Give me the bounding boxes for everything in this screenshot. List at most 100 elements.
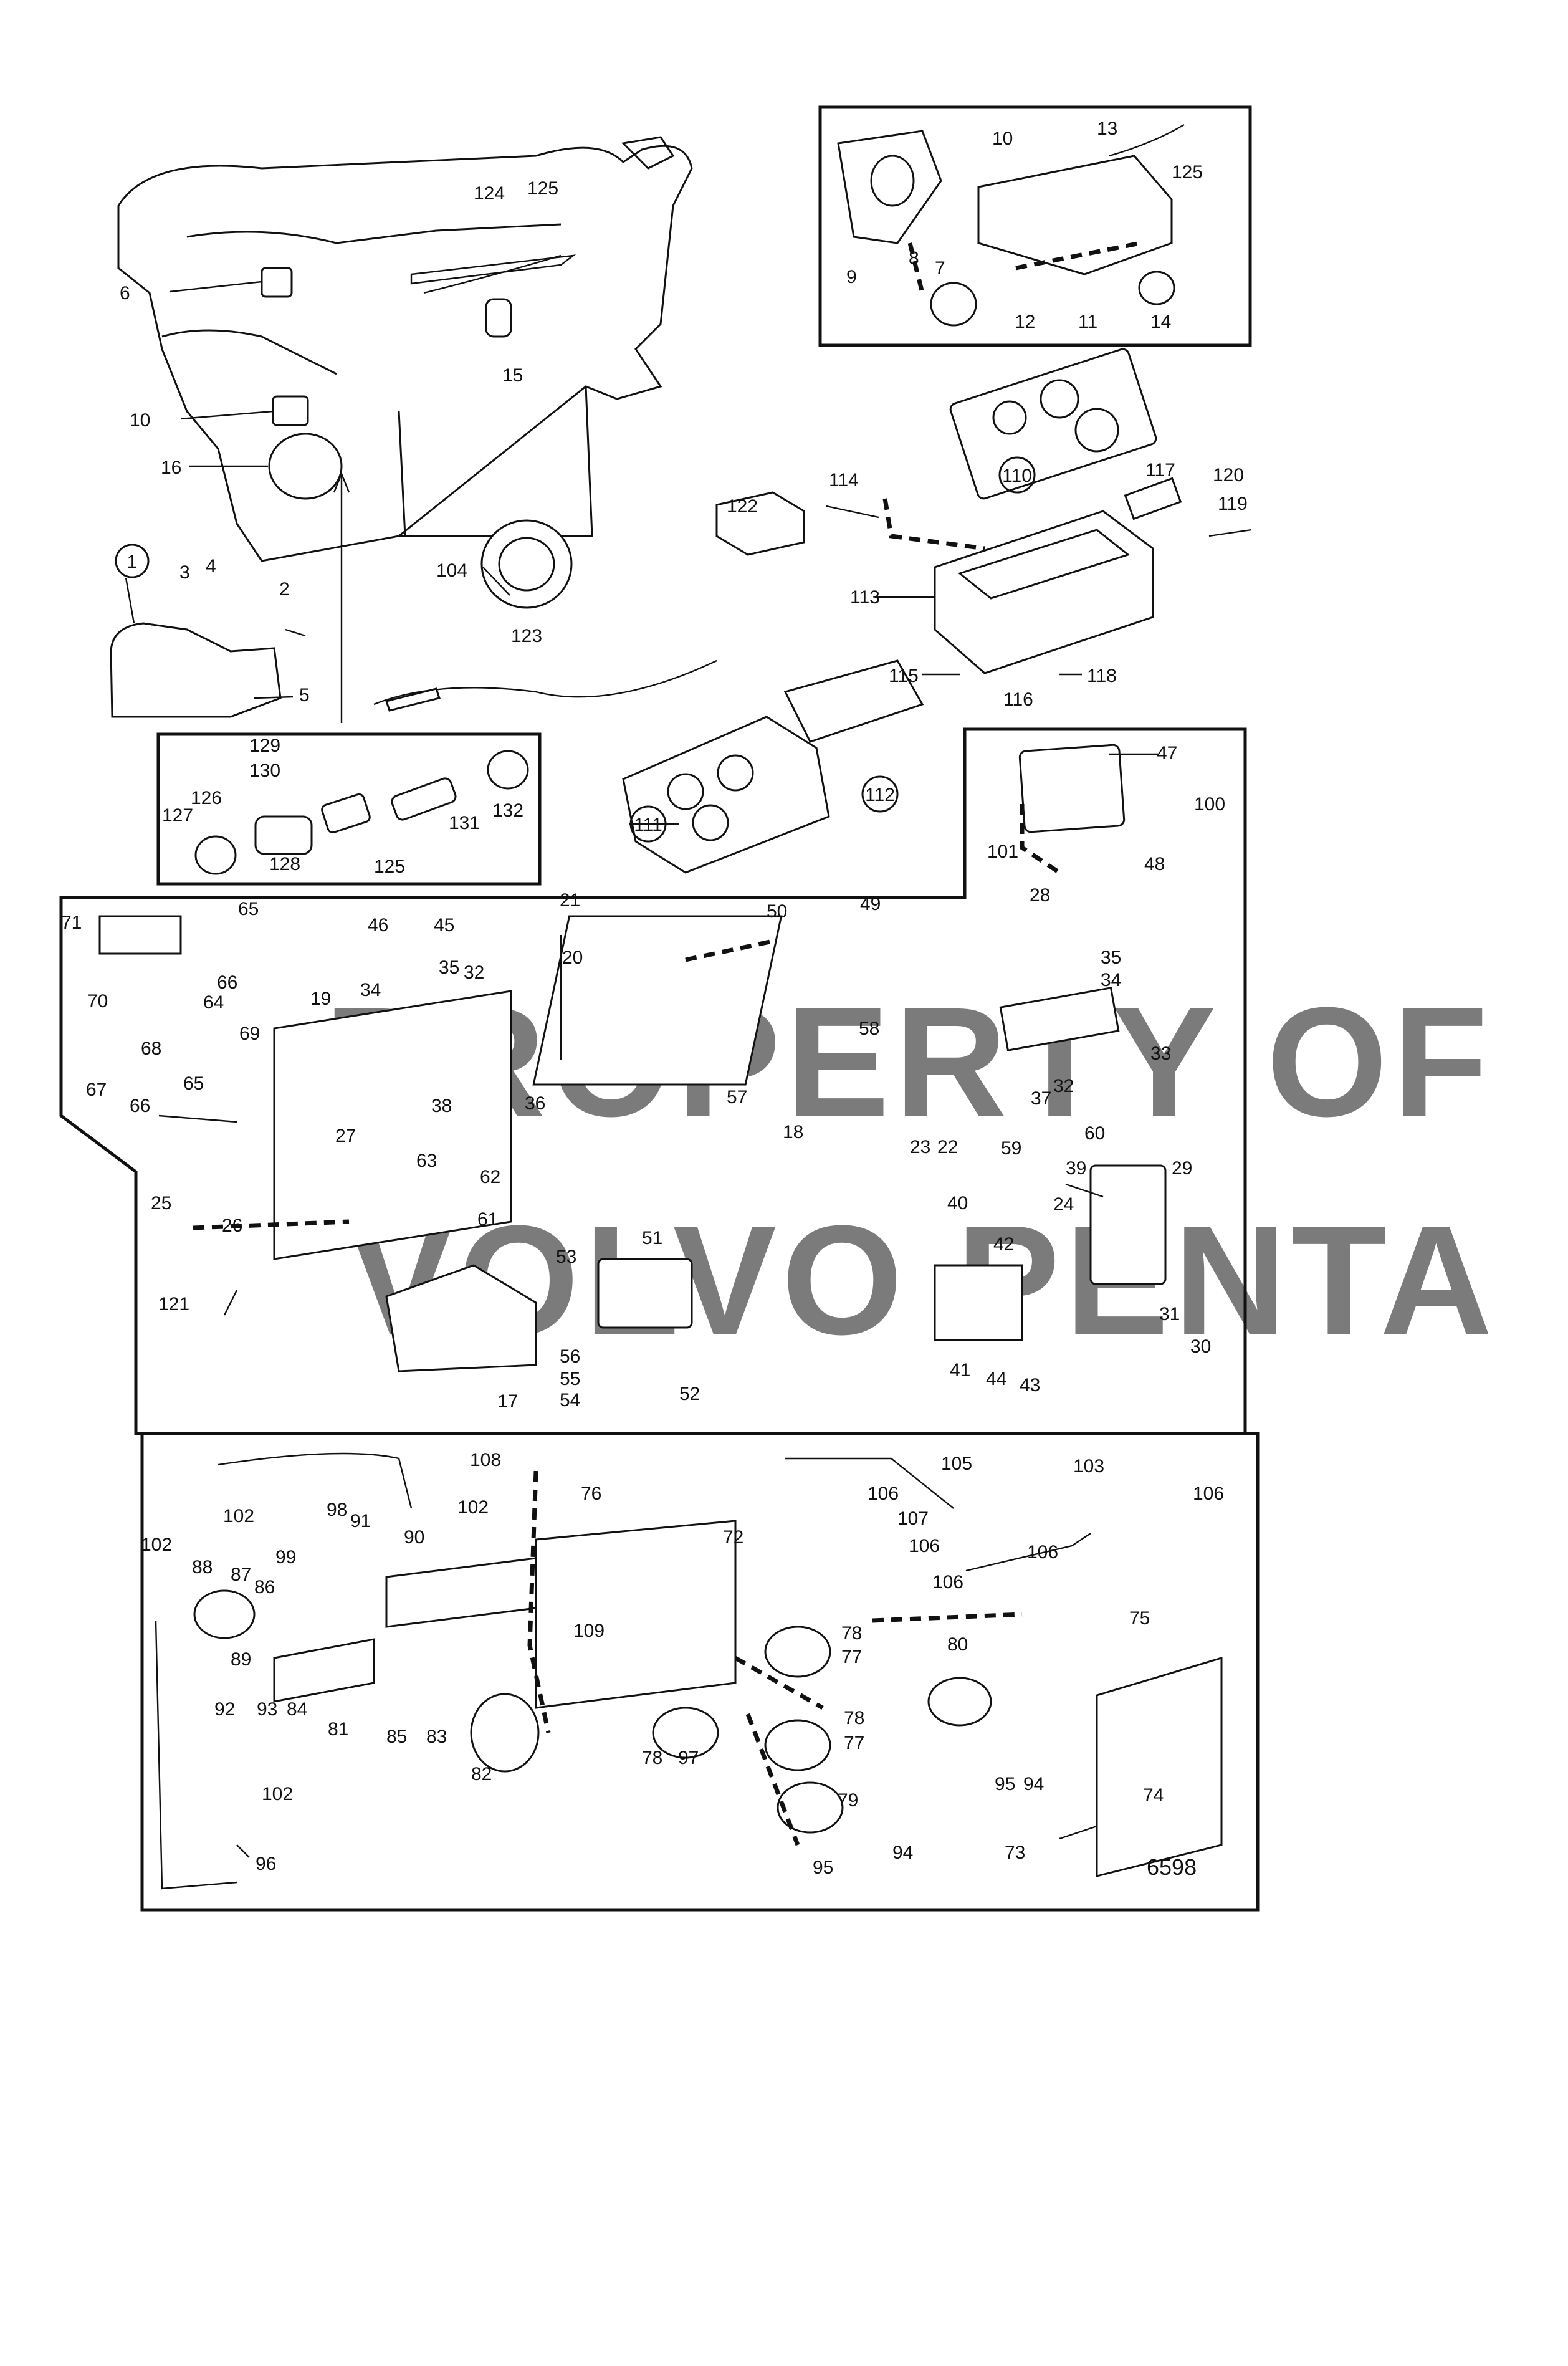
callout-65-bottom: 65 [183, 1073, 204, 1094]
callout-69: 69 [239, 1023, 260, 1044]
callout-91: 91 [350, 1511, 371, 1531]
callout-11: 11 [1078, 312, 1097, 332]
callout-50: 50 [767, 901, 787, 922]
callout-64: 64 [203, 992, 224, 1013]
callout-46: 46 [368, 915, 388, 936]
callout-18: 18 [783, 1122, 803, 1142]
engine-outline [117, 136, 693, 562]
callout-10: 10 [130, 410, 150, 431]
callout-71: 71 [61, 912, 82, 933]
callout-52: 52 [679, 1384, 700, 1404]
callout-9: 9 [846, 267, 857, 287]
callout-76: 76 [581, 1483, 601, 1504]
callout-126: 126 [191, 788, 222, 808]
callout-circle-112 [861, 775, 899, 813]
callout-114: 114 [829, 470, 859, 491]
callout-20: 20 [562, 947, 583, 968]
callout-106-a: 106 [868, 1483, 899, 1504]
callout-113: 113 [850, 587, 880, 608]
callout-24: 24 [1053, 1194, 1074, 1215]
callout-119: 119 [1218, 494, 1248, 514]
callout-6: 6 [120, 283, 130, 304]
callout-106-d: 106 [1027, 1542, 1058, 1563]
callout-47: 47 [1157, 743, 1177, 764]
assembly-guide-lines [193, 241, 1141, 1846]
callout-88: 88 [192, 1557, 213, 1578]
callout-labels: 1 3 4 2 5 6 10 16 124 125 15 104 123 122… [61, 118, 1248, 1880]
section-frames [59, 105, 1260, 1912]
callout-27: 27 [335, 1126, 356, 1146]
callout-101: 101 [987, 841, 1018, 862]
callout-87: 87 [231, 1564, 251, 1585]
callout-77-a: 77 [841, 1647, 862, 1667]
callout-25: 25 [151, 1193, 171, 1214]
callout-70: 70 [87, 991, 108, 1012]
callout-123: 123 [511, 626, 542, 646]
callout-118: 118 [1087, 666, 1117, 686]
callout-116: 116 [1003, 689, 1033, 710]
instrument-panel-components [155, 1452, 1223, 1890]
callout-31: 31 [1159, 1304, 1180, 1324]
callout-14: 14 [1150, 312, 1171, 332]
callout-21: 21 [560, 890, 580, 911]
callout-96: 96 [256, 1854, 276, 1874]
callout-60: 60 [1084, 1123, 1105, 1144]
callout-110: 110 [1002, 466, 1032, 486]
callout-40: 40 [947, 1193, 968, 1214]
callout-circle-1 [115, 544, 150, 578]
callout-121: 121 [158, 1294, 189, 1315]
callout-82: 82 [471, 1764, 492, 1784]
callout-86: 86 [254, 1577, 275, 1597]
callout-98: 98 [327, 1500, 347, 1520]
misc-components-upper [110, 348, 1182, 874]
frame-sender-detail [818, 105, 1252, 347]
callout-circle-110 [998, 456, 1036, 494]
callout-28: 28 [1030, 885, 1050, 906]
callout-55: 55 [560, 1369, 580, 1389]
callout-122: 122 [727, 496, 758, 517]
drawing-reference-number: 6598 [1147, 1854, 1197, 1880]
callout-107: 107 [897, 1508, 929, 1529]
callout-94-b: 94 [892, 1842, 913, 1863]
callout-3: 3 [179, 562, 190, 583]
callout-124: 124 [474, 183, 505, 204]
callout-130: 130 [249, 760, 280, 781]
callout-127: 127 [162, 805, 193, 826]
callout-8: 8 [909, 248, 919, 269]
callout-73: 73 [1005, 1842, 1025, 1863]
callout-circle-111 [629, 805, 667, 843]
frame-electrical-box [59, 727, 1247, 1435]
callout-41: 41 [950, 1360, 970, 1381]
callout-106-b: 106 [1193, 1483, 1224, 1504]
callout-102-c: 102 [141, 1535, 172, 1555]
callout-23: 23 [910, 1137, 930, 1157]
callout-128: 128 [269, 854, 300, 874]
callout-32-left: 32 [464, 962, 484, 983]
callout-78-c: 78 [642, 1748, 662, 1768]
callout-81: 81 [328, 1719, 348, 1740]
callout-90: 90 [404, 1527, 424, 1548]
callout-51: 51 [642, 1228, 662, 1248]
callout-58: 58 [859, 1018, 879, 1039]
callout-129: 129 [249, 735, 280, 756]
callout-38: 38 [431, 1096, 452, 1116]
callout-72: 72 [723, 1527, 743, 1548]
callout-37: 37 [1031, 1088, 1051, 1109]
callout-22: 22 [937, 1137, 958, 1157]
callout-106-c: 106 [909, 1536, 940, 1556]
callout-7: 7 [935, 258, 945, 279]
callout-62: 62 [480, 1167, 500, 1187]
callout-120: 120 [1213, 465, 1244, 486]
callout-5: 5 [299, 685, 310, 706]
callout-42: 42 [993, 1234, 1014, 1255]
callout-85: 85 [386, 1727, 407, 1747]
callout-102-b: 102 [457, 1497, 489, 1518]
callout-1: 1 [127, 552, 138, 572]
callout-59: 59 [1001, 1138, 1021, 1159]
callout-43: 43 [1020, 1375, 1040, 1396]
callout-68: 68 [141, 1038, 161, 1059]
callout-77-b: 77 [844, 1733, 864, 1753]
callout-44: 44 [986, 1369, 1006, 1389]
callout-84: 84 [287, 1699, 307, 1720]
